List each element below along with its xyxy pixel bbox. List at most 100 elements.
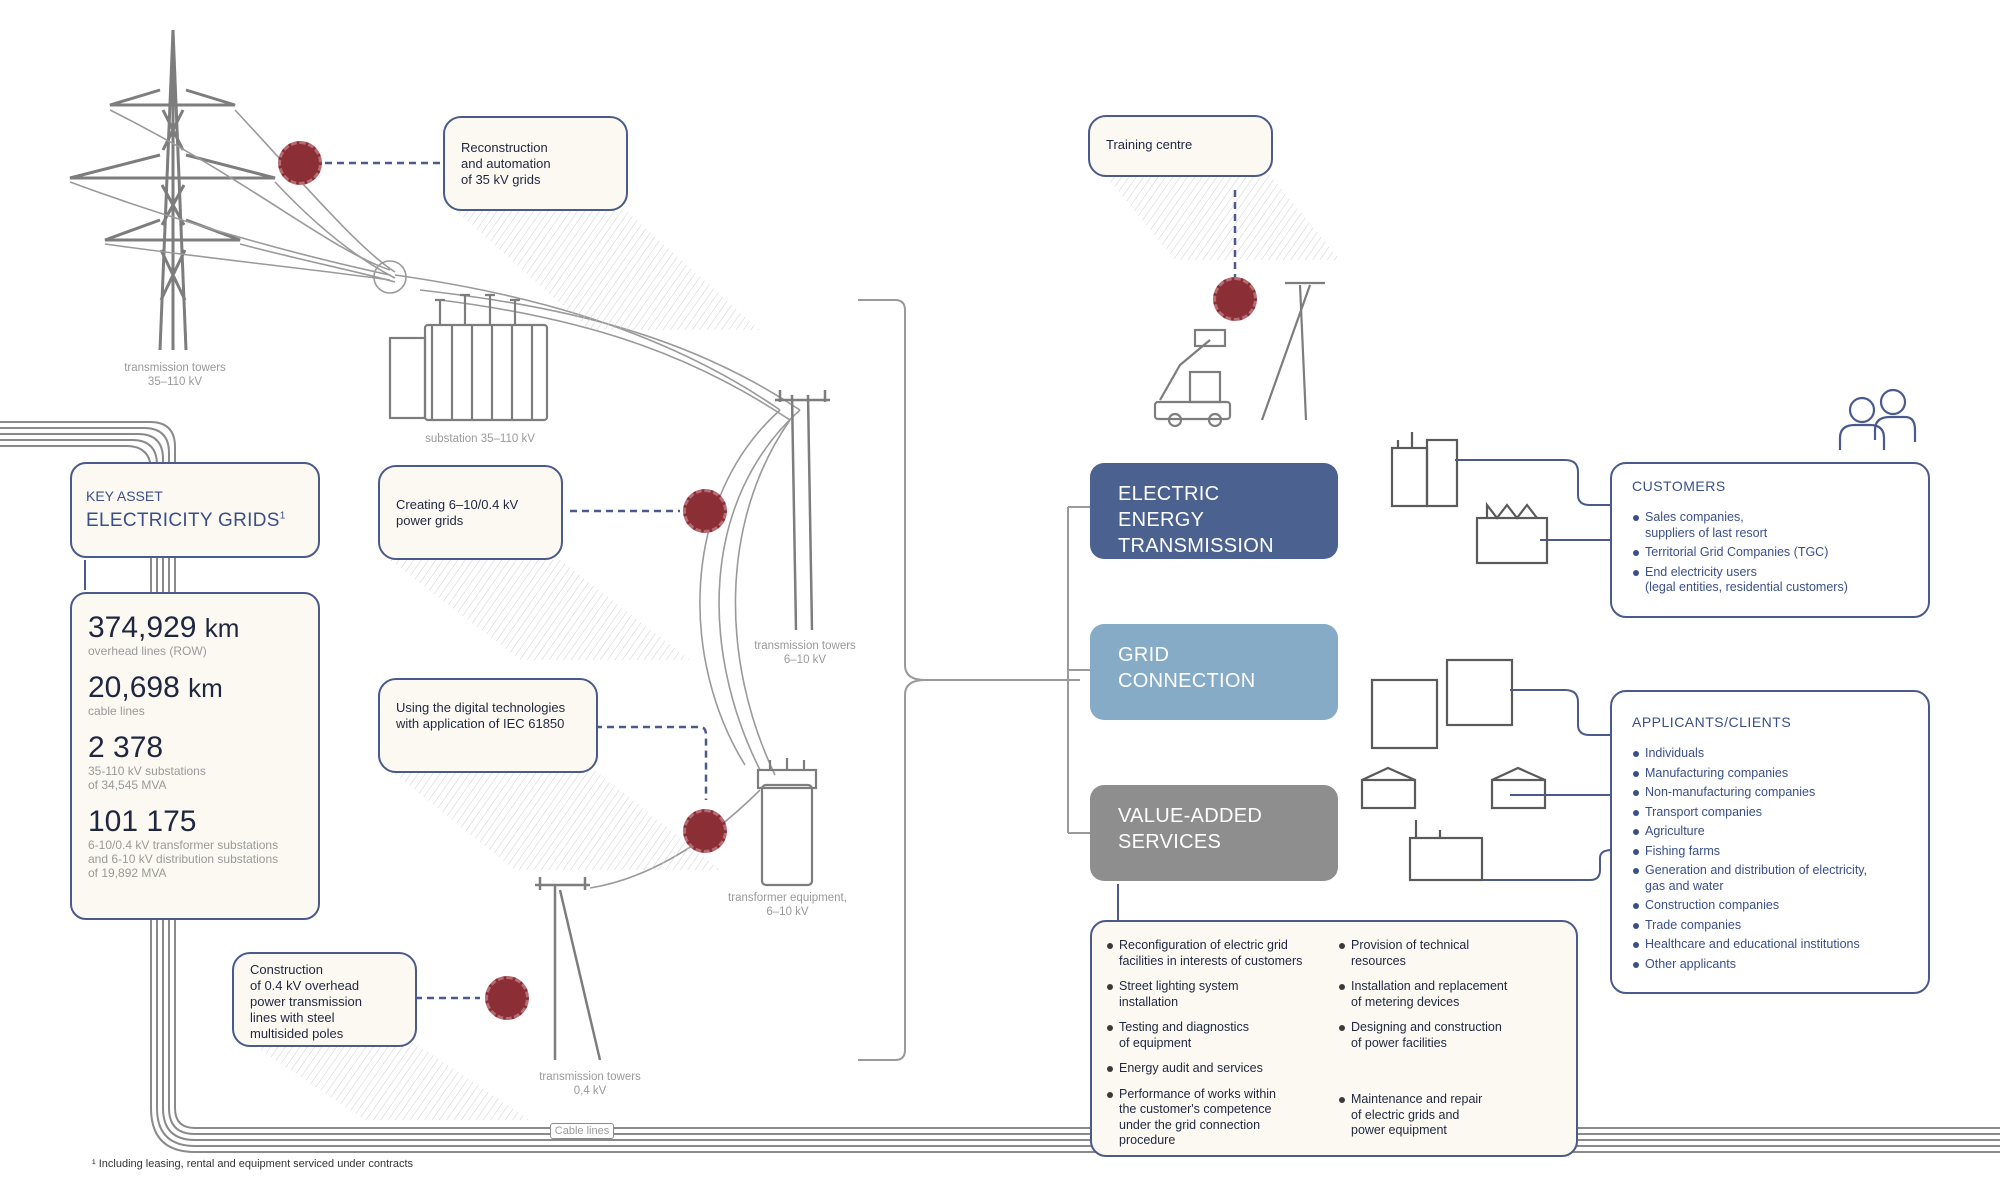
label-cable-lines: Cable lines bbox=[550, 1123, 614, 1139]
stat-unit: km bbox=[188, 673, 223, 703]
list-item: Manufacturing companies bbox=[1632, 766, 1922, 782]
stat-number: 20,698 bbox=[88, 671, 180, 704]
stat-value: 20,698 km bbox=[88, 672, 302, 704]
label-line: transmission towers bbox=[539, 1071, 641, 1083]
stat-cable-lines: 20,698 km cable lines bbox=[88, 672, 302, 719]
wrench-tools-icon bbox=[278, 141, 322, 185]
list-item-line: procedure bbox=[1119, 1133, 1176, 1147]
label-line: transmission towers bbox=[754, 640, 856, 652]
service-line: SERVICES bbox=[1118, 831, 1222, 853]
list-item: Other applicants bbox=[1632, 957, 1922, 973]
people-icon bbox=[1838, 388, 1917, 450]
stat-substations: 2 378 35-110 kV substations of 34,545 MV… bbox=[88, 731, 302, 793]
customers-panel: CUSTOMERS Sales companies,suppliers of l… bbox=[1610, 462, 1930, 618]
callout-line: Training centre bbox=[1106, 137, 1193, 152]
label-line: transformer equipment, bbox=[728, 892, 847, 904]
callout-line: Reconstruction bbox=[461, 140, 548, 155]
stat-number: 374,929 bbox=[88, 611, 197, 644]
callout-creating-grids: Creating 6–10/0.4 kV power grids bbox=[378, 465, 563, 560]
stat-desc: 6-10/0.4 kV transformer substations and … bbox=[88, 838, 302, 880]
dashed-links bbox=[325, 161, 1237, 1000]
label-transformer: transformer equipment, 6–10 kV bbox=[710, 891, 865, 919]
key-asset-title: ELECTRICITY GRIDS1 bbox=[86, 510, 286, 532]
list-item: Healthcare and educational institutions bbox=[1632, 937, 1922, 953]
stat-overhead-lines: 374,929 km overhead lines (ROW) bbox=[88, 611, 302, 659]
stat-value: 2 378 bbox=[88, 731, 164, 764]
service-line: CONNECTION bbox=[1118, 670, 1256, 692]
list-item-line: Maintenance and repair bbox=[1351, 1092, 1483, 1106]
list-item-line: under the grid connection bbox=[1119, 1117, 1261, 1132]
list-item-line: the customer's competence bbox=[1119, 1102, 1272, 1116]
service-grid-connection: GRID CONNECTION bbox=[1090, 624, 1338, 720]
key-asset-title-text: ELECTRICITY GRIDS bbox=[86, 510, 280, 531]
list-item-line: Performance of works within bbox=[1119, 1086, 1277, 1101]
list-item-line: suppliers of last resort bbox=[1645, 525, 1768, 540]
list-item-line: Generation and distribution of electrici… bbox=[1645, 863, 1868, 877]
transformer-drawing bbox=[756, 758, 818, 887]
label-line: 6–10 kV bbox=[766, 906, 809, 918]
stat-desc: 35-110 kV substations of 34,545 MVA bbox=[88, 764, 302, 792]
list-item-line: Territorial Grid Companies (TGC) bbox=[1645, 545, 1829, 559]
callout-line: Construction bbox=[250, 962, 323, 977]
list-item-line: Reconfiguration of electric grid bbox=[1119, 938, 1288, 952]
list-item-line: installation bbox=[1119, 994, 1179, 1009]
applicants-panel: APPLICANTS/CLIENTS Individuals Manufactu… bbox=[1610, 690, 1930, 994]
connector-lines bbox=[84, 459, 1613, 920]
stat-desc-line: 35-110 kV substations bbox=[88, 764, 206, 778]
list-item-line: facilities in interests of customers bbox=[1119, 953, 1303, 968]
list-item: Non-manufacturing companies bbox=[1632, 785, 1922, 801]
tower-35-110-drawing bbox=[69, 29, 276, 351]
list-item-line: (legal entities, residential customers) bbox=[1645, 580, 1848, 594]
list-item-line: Designing and construction bbox=[1351, 1020, 1502, 1034]
footnote: ¹ Including leasing, rental and equipmen… bbox=[92, 1158, 414, 1170]
service-truck-drawing bbox=[1153, 281, 1325, 428]
stat-desc-line: and 6-10 kV distribution substations bbox=[88, 852, 279, 866]
list-item: Construction companies bbox=[1632, 898, 1922, 914]
callout-line: of 35 kV grids bbox=[461, 172, 541, 187]
list-item-line: of metering devices bbox=[1351, 994, 1460, 1009]
stat-desc: cable lines bbox=[88, 704, 145, 718]
service-line: VALUE-ADDED bbox=[1118, 805, 1263, 827]
callout-line: with application of IEC 61850 bbox=[396, 716, 565, 731]
list-item: Territorial Grid Companies (TGC) bbox=[1632, 545, 1922, 561]
callout-reconstruction: Reconstruction and automation of 35 kV g… bbox=[443, 116, 628, 211]
list-item-line: power equipment bbox=[1351, 1123, 1447, 1137]
applicants-list: Individuals Manufacturing companies Non-… bbox=[1632, 746, 1922, 976]
service-line: ELECTRIC ENERGY bbox=[1118, 483, 1220, 531]
list-item-line: Sales companies, bbox=[1645, 510, 1744, 524]
key-asset-card: KEY ASSET ELECTRICITY GRIDS1 bbox=[70, 462, 320, 558]
tower-04-drawing bbox=[535, 877, 602, 1061]
callout-line: lines with steel bbox=[250, 1010, 335, 1025]
list-item: Fishing farms bbox=[1632, 844, 1922, 860]
service-electric-energy-transmission: ELECTRIC ENERGY TRANSMISSION bbox=[1090, 463, 1338, 559]
stat-transformer-substations: 101 175 6-10/0.4 kV transformer substati… bbox=[88, 805, 302, 881]
stat-desc-line: of 34,545 MVA bbox=[88, 778, 167, 792]
list-item: Sales companies,suppliers of last resort bbox=[1632, 510, 1922, 541]
buildings-drawing bbox=[1360, 432, 1549, 882]
stat-value: 101 175 bbox=[88, 805, 197, 838]
key-asset-heading: KEY ASSET bbox=[86, 488, 163, 504]
list-item: Individuals bbox=[1632, 746, 1922, 762]
footnote-mark: 1 bbox=[279, 510, 286, 522]
callout-line: of 0.4 kV overhead bbox=[250, 978, 360, 993]
list-item-line: End electricity users bbox=[1645, 564, 1757, 579]
callout-line: Creating 6–10/0.4 kV bbox=[396, 497, 519, 512]
customers-list: Sales companies,suppliers of last resort… bbox=[1632, 510, 1922, 600]
stat-desc: overhead lines (ROW) bbox=[88, 644, 207, 658]
tower-6-10-drawing bbox=[775, 390, 830, 631]
label-substation: substation 35–110 kV bbox=[425, 433, 535, 445]
label-line: 35–110 kV bbox=[147, 376, 203, 388]
label-line: 0,4 kV bbox=[573, 1085, 607, 1097]
callout-line: power transmission bbox=[250, 994, 362, 1009]
bracket bbox=[858, 299, 1092, 1061]
wrench-tools-icon bbox=[683, 489, 727, 533]
list-item-line: gas and water bbox=[1645, 878, 1724, 893]
